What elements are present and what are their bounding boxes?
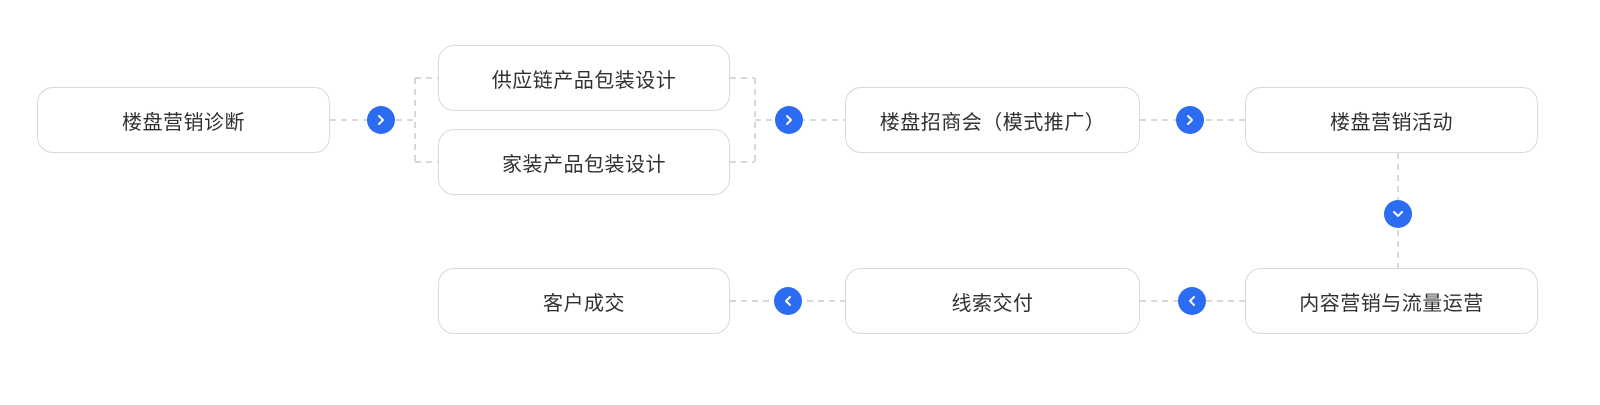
chevron-left-icon (774, 287, 802, 315)
chevron-right-icon (775, 106, 803, 134)
node-supply-chain-product-packaging-design: 供应链产品包装设计 (438, 45, 730, 111)
chevron-right-icon (1176, 106, 1204, 134)
chevron-left-icon (1178, 287, 1206, 315)
node-property-marketing-diagnosis: 楼盘营销诊断 (37, 87, 330, 153)
node-lead-delivery: 线索交付 (845, 268, 1140, 334)
chevron-right-icon (367, 106, 395, 134)
node-property-marketing-activity: 楼盘营销活动 (1245, 87, 1538, 153)
chevron-down-icon (1384, 200, 1412, 228)
node-home-improvement-product-packaging-design: 家装产品包装设计 (438, 129, 730, 195)
node-property-investment-conference: 楼盘招商会（模式推广） (845, 87, 1140, 153)
node-customer-deal: 客户成交 (438, 268, 730, 334)
node-content-marketing-traffic-operation: 内容营销与流量运营 (1245, 268, 1538, 334)
